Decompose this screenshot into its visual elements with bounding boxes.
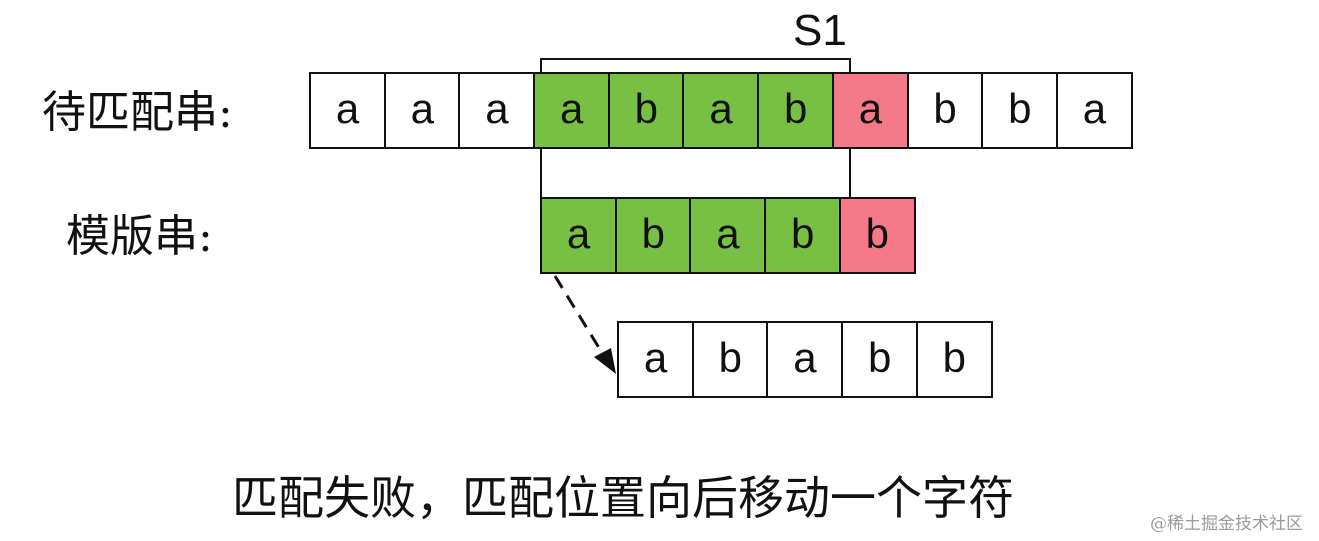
text-cell: a (309, 72, 387, 149)
text-cell: b (607, 72, 685, 149)
text-cell: b (906, 72, 984, 149)
text-cell: a (682, 72, 760, 149)
shifted-pattern-cell: a (766, 321, 844, 398)
shifted-pattern-cell: b (691, 321, 769, 398)
pattern-cell: a (540, 197, 618, 274)
shifted-pattern-row: a b a b b (617, 321, 993, 398)
shifted-pattern-cell: b (841, 321, 919, 398)
pattern-cell: a (689, 197, 767, 274)
watermark: @稀土掘金技术社区 (1150, 514, 1303, 534)
pattern-cell: b (838, 197, 916, 274)
s1-label: S1 (793, 6, 847, 55)
s1-bracket-top (540, 58, 851, 74)
text-string-label: 待匹配串: (42, 87, 233, 138)
pattern-row: a b a b b (540, 197, 916, 274)
text-cell: a (383, 72, 461, 149)
pattern-cell: b (764, 197, 842, 274)
shifted-pattern-cell: b (915, 321, 993, 398)
s1-bracket-connector (540, 147, 851, 199)
text-cell: a (831, 72, 909, 149)
shifted-pattern-cell: a (617, 321, 695, 398)
text-cell: a (1055, 72, 1134, 149)
pattern-string-label: 模版串: (66, 211, 213, 262)
text-cell: a (533, 72, 611, 149)
text-string-row: a a a a b a b a b b a (309, 72, 1134, 149)
text-cell: a (458, 72, 536, 149)
text-cell: b (757, 72, 835, 149)
caption: 匹配失败，匹配位置向后移动一个字符 (232, 471, 1014, 525)
pattern-cell: b (614, 197, 692, 274)
text-cell: b (981, 72, 1059, 149)
